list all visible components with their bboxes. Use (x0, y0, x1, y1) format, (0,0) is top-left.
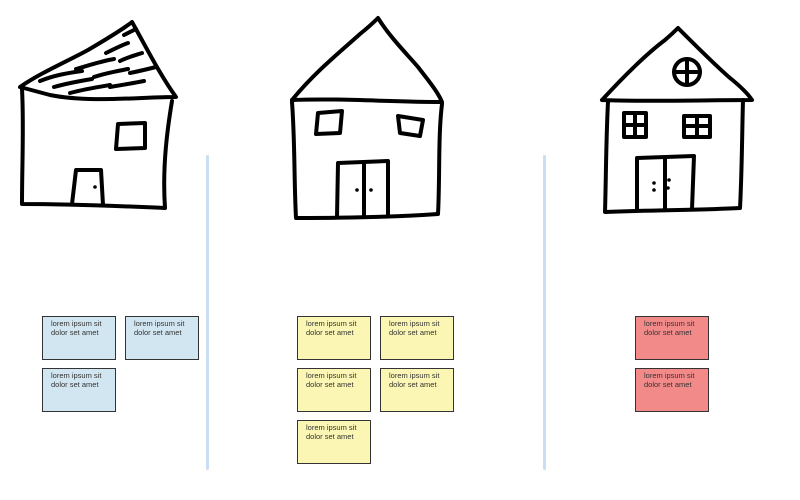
note-text: dolor set amet (51, 379, 99, 389)
column-divider (206, 155, 209, 470)
note-text: dolor set amet (389, 379, 437, 389)
note-text: dolor set amet (306, 431, 354, 441)
sticky-note-yellow[interactable]: lorem ipsum sit dolor set amet (297, 368, 371, 412)
note-text: lorem ipsum sit (306, 371, 357, 380)
sticky-note-yellow[interactable]: lorem ipsum sit dolor set amet (380, 368, 454, 412)
note-text: dolor set amet (51, 327, 99, 337)
note-text: lorem ipsum sit (644, 371, 695, 380)
note-text: lorem ipsum sit (389, 319, 440, 328)
house-1-sketch (18, 20, 178, 210)
house-2-sketch (290, 16, 444, 220)
note-text: dolor set amet (306, 379, 354, 389)
note-text: dolor set amet (306, 327, 354, 337)
note-text: dolor set amet (134, 327, 182, 337)
house-3-sketch (600, 26, 754, 214)
note-text: lorem ipsum sit (51, 371, 102, 380)
note-text: lorem ipsum sit (389, 371, 440, 380)
note-text: lorem ipsum sit (306, 423, 357, 432)
sticky-note-red[interactable]: lorem ipsum sit dolor set amet (635, 368, 709, 412)
note-text: dolor set amet (389, 327, 437, 337)
note-text: lorem ipsum sit (134, 319, 185, 328)
sticky-note-red[interactable]: lorem ipsum sit dolor set amet (635, 316, 709, 360)
sticky-note-blue[interactable]: lorem ipsum sit dolor set amet (42, 368, 116, 412)
note-text: lorem ipsum sit (306, 319, 357, 328)
sticky-note-blue[interactable]: lorem ipsum sit dolor set amet (125, 316, 199, 360)
note-text: dolor set amet (644, 379, 692, 389)
sticky-note-yellow[interactable]: lorem ipsum sit dolor set amet (380, 316, 454, 360)
sticky-note-yellow[interactable]: lorem ipsum sit dolor set amet (297, 316, 371, 360)
column-divider (543, 155, 546, 470)
note-text: lorem ipsum sit (644, 319, 695, 328)
note-text: dolor set amet (644, 327, 692, 337)
sticky-note-blue[interactable]: lorem ipsum sit dolor set amet (42, 316, 116, 360)
sticky-note-yellow[interactable]: lorem ipsum sit dolor set amet (297, 420, 371, 464)
note-text: lorem ipsum sit (51, 319, 102, 328)
